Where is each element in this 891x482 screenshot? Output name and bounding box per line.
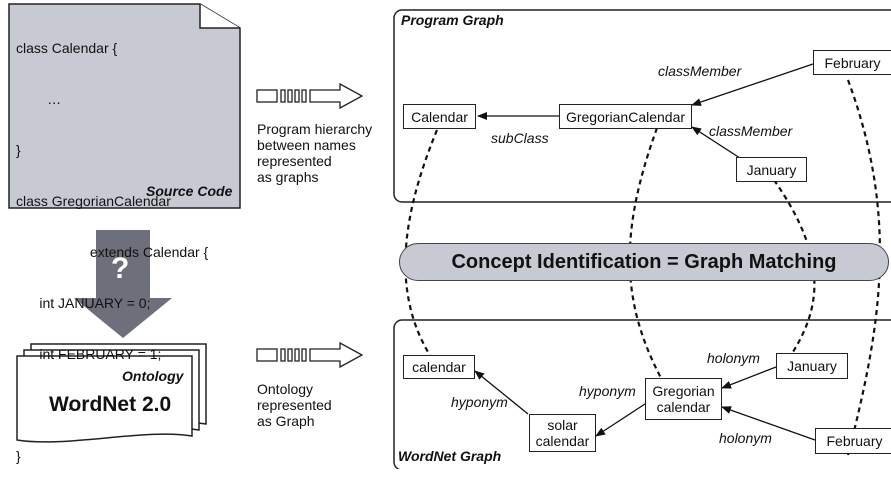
source-code-label: Source Code	[146, 183, 233, 199]
edge-label-classmember-feb: classMember	[658, 63, 742, 79]
source-code-fold	[199, 4, 240, 29]
edge-holonym-jan	[721, 366, 777, 389]
node-calendar: Calendar	[403, 104, 476, 129]
match-line-february	[846, 79, 882, 456]
wn-node-calendar: calendar	[403, 355, 475, 379]
edge-classmember-jan	[691, 126, 744, 161]
match-line-calendar	[404, 129, 439, 367]
hollow-arrow-icon-2	[256, 341, 364, 369]
banner-text: Concept Identification = Graph Matching	[451, 250, 837, 273]
code-line: class GregorianCalendar	[16, 193, 171, 209]
edge-label-subclass: subClass	[491, 130, 549, 146]
hollow-arrow-icon-1	[256, 82, 364, 110]
edge-label-hyponym-mid: hyponym	[579, 383, 636, 399]
code-line: int JANUARY = 0;	[16, 295, 151, 311]
code-line: }	[16, 142, 21, 158]
ontology-label: Ontology	[122, 368, 184, 384]
big-down-arrow	[74, 230, 172, 338]
code-line: class Calendar {	[16, 40, 118, 56]
node-january: January	[736, 157, 807, 182]
edge-label-hyponym-left: hyponym	[451, 394, 508, 410]
question-mark: ?	[111, 252, 130, 285]
edge-label-holonym-jan: holonym	[707, 350, 760, 366]
program-hierarchy-desc: Program hierarchy between names represen…	[257, 121, 373, 185]
ontology-name: WordNet 2.0	[49, 393, 172, 416]
ontology-graph-desc: Ontology represented as Graph	[257, 381, 332, 429]
wn-node-gregorian-calendar: Gregorian calendar	[645, 378, 722, 420]
code-line: …	[16, 397, 77, 413]
concept-identification-banner: Concept Identification = Graph Matching	[399, 243, 889, 281]
node-gregoriancalendar: GregorianCalendar	[559, 104, 692, 129]
edge-label-holonym-feb: holonym	[719, 430, 772, 446]
wordnet-graph-panel	[393, 319, 891, 469]
code-line: extends Calendar {	[16, 244, 209, 260]
wn-node-february: February	[815, 428, 891, 454]
ontology-stack	[16, 343, 207, 443]
edge-hyponym-left	[474, 370, 529, 415]
code-line: }	[16, 448, 21, 464]
edge-hyponym-mid	[595, 403, 646, 437]
code-line: int FEBRUARY = 1;	[16, 346, 162, 362]
program-graph-title: Program Graph	[401, 12, 504, 28]
wordnet-graph-title: WordNet Graph	[398, 448, 502, 464]
node-february: February	[813, 50, 891, 75]
edge-holonym-feb	[721, 406, 816, 441]
edge-classmember-feb	[691, 63, 814, 106]
code-line: …	[16, 91, 62, 107]
wn-node-solar-calendar: solar calendar	[529, 414, 596, 452]
edge-label-classmember-jan: classMember	[709, 123, 793, 139]
source-code-text: class Calendar { … } class GregorianCale…	[16, 6, 208, 482]
source-code-sheet	[8, 3, 241, 209]
wn-node-january: January	[776, 353, 848, 379]
